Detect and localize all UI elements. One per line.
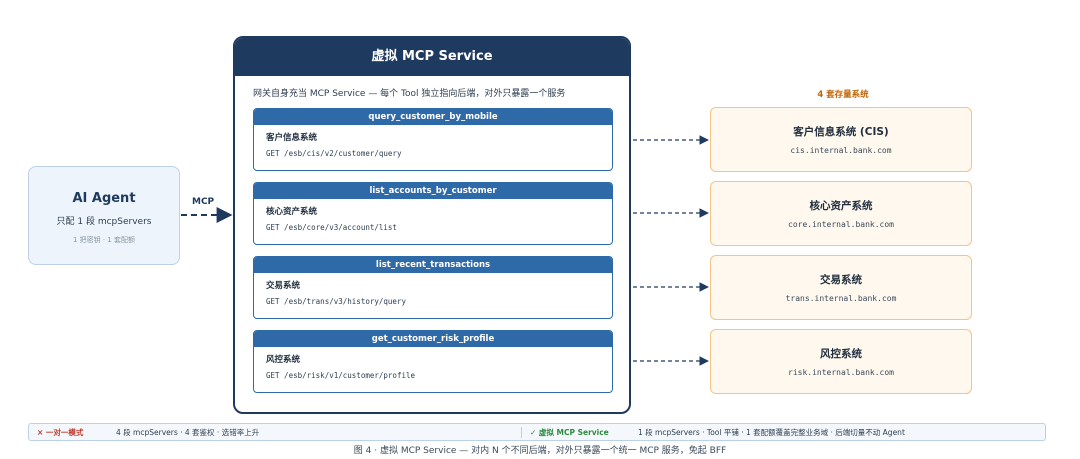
backend-system-node: 风控系统 risk.internal.bank.com (710, 329, 972, 394)
comparison-divider (521, 427, 522, 438)
tool-name: query_customer_by_mobile (254, 109, 612, 125)
tool-card: query_customer_by_mobile 客户信息系统 GET /esb… (253, 108, 613, 171)
tool-endpoint: GET /esb/core/v3/account/list (266, 223, 397, 232)
system-host: trans.internal.bank.com (785, 294, 897, 303)
tool-card: list_accounts_by_customer 核心资产系统 GET /es… (253, 182, 613, 245)
mcp-edge-label: MCP (192, 197, 215, 207)
backend-system-node: 交易系统 trans.internal.bank.com (710, 255, 972, 320)
tool-system: 交易系统 (266, 281, 301, 291)
tool-card: get_customer_risk_profile 风控系统 GET /esb/… (253, 330, 613, 393)
system-name: 交易系统 (820, 274, 862, 286)
virtual-service-label: ✓ 虚拟 MCP Service (530, 428, 609, 437)
service-subtitle: 网关自身充当 MCP Service — 每个 Tool 独立指向后端，对外只暴… (253, 89, 566, 99)
agent-subtitle: 只配 1 段 mcpServers (56, 217, 152, 227)
tool-card: list_recent_transactions 交易系统 GET /esb/t… (253, 256, 613, 319)
systems-title: 4 套存量系统 (817, 90, 869, 100)
tool-endpoint: GET /esb/cis/v2/customer/query (266, 149, 402, 158)
system-name: 客户信息系统 (CIS) (793, 126, 889, 138)
virtual-mcp-service-container: 虚拟 MCP Service 网关自身充当 MCP Service — 每个 T… (233, 36, 631, 414)
backend-system-node: 客户信息系统 (CIS) cis.internal.bank.com (710, 107, 972, 172)
system-name: 核心资产系统 (809, 200, 873, 212)
tool-endpoint: GET /esb/trans/v3/history/query (266, 297, 406, 306)
tool-system: 客户信息系统 (266, 133, 318, 143)
system-name: 风控系统 (820, 348, 862, 360)
tool-name: list_recent_transactions (254, 257, 612, 273)
virtual-service-text: 1 段 mcpServers · Tool 平铺 · 1 套配额覆盖完整业务域 … (638, 428, 905, 437)
one-to-one-mode-label: × 一对一模式 (37, 428, 84, 437)
tool-system: 风控系统 (266, 355, 301, 365)
tool-name: list_accounts_by_customer (254, 183, 612, 199)
system-host: core.internal.bank.com (788, 220, 894, 229)
tool-system: 核心资产系统 (266, 207, 318, 217)
agent-title: AI Agent (72, 191, 136, 206)
system-host: risk.internal.bank.com (788, 368, 894, 377)
system-host: cis.internal.bank.com (790, 146, 892, 155)
service-title: 虚拟 MCP Service (235, 38, 629, 76)
figure-caption: 图 4 · 虚拟 MCP Service — 对内 N 个不同后端，对外只暴露一… (353, 446, 727, 456)
agent-note: 1 把密钥 · 1 套配额 (72, 236, 136, 244)
tool-endpoint: GET /esb/risk/v1/customer/profile (266, 371, 416, 380)
backend-system-node: 核心资产系统 core.internal.bank.com (710, 181, 972, 246)
ai-agent-node: AI Agent 只配 1 段 mcpServers 1 把密钥 · 1 套配额 (28, 166, 180, 265)
one-to-one-mode-text: 4 段 mcpServers · 4 套鉴权 · 选错率上升 (116, 428, 260, 437)
comparison-bar: × 一对一模式 4 段 mcpServers · 4 套鉴权 · 选错率上升 ✓… (28, 423, 1046, 441)
tool-name: get_customer_risk_profile (254, 331, 612, 347)
